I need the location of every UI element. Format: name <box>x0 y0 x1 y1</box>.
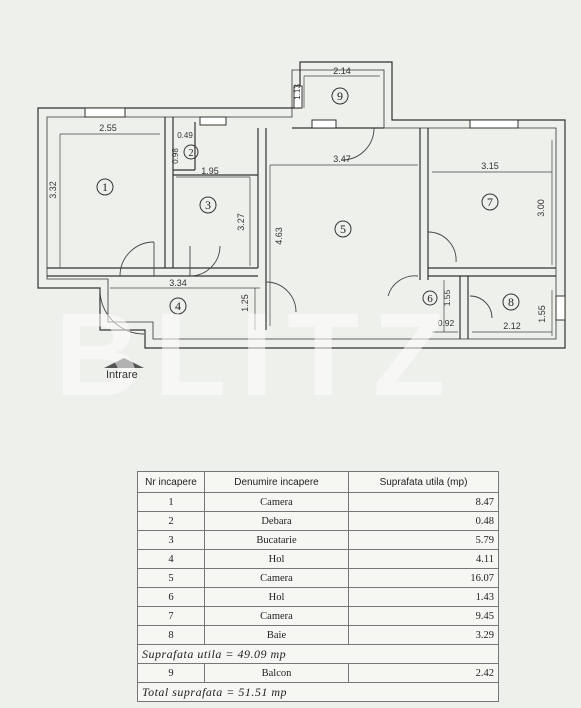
dim-r6-height: 1.55 <box>442 289 452 306</box>
room-number-9: 9 <box>337 89 343 103</box>
room-name: Hol <box>204 549 349 569</box>
room-area: 2.42 <box>348 663 499 683</box>
room-nr: 8 <box>137 625 205 645</box>
grand-total: Total suprafata = 51.51 mp <box>137 682 499 702</box>
room-nr: 4 <box>137 549 205 569</box>
dim-r7-width: 3.15 <box>481 161 499 171</box>
dim-r1-height: 3.32 <box>48 181 58 199</box>
useful-total-row: Suprafata utila = 49.09 mp <box>137 644 499 664</box>
room-nr: 3 <box>137 530 205 550</box>
room-area: 0.48 <box>348 511 499 531</box>
room-area: 9.45 <box>348 606 499 626</box>
rooms-table: Nr incapere Denumire incapere Suprafata … <box>137 471 499 702</box>
room-nr: 1 <box>137 492 205 512</box>
watermark: BLITZ <box>55 289 460 421</box>
room-area: 1.43 <box>348 587 499 607</box>
room-number-5: 5 <box>340 222 346 236</box>
dim-r1-width: 2.55 <box>99 123 117 133</box>
room-number-2: 2 <box>189 148 194 159</box>
room-name: Balcon <box>204 663 349 683</box>
dim-r4-width: 3.34 <box>169 278 187 288</box>
room-number-6: 6 <box>427 293 433 305</box>
entry-marker <box>104 358 144 368</box>
dim-r9-width: 2.14 <box>333 66 351 76</box>
room-nr: 6 <box>137 587 205 607</box>
table-row: 3 Bucatarie 5.79 <box>137 530 499 550</box>
dim-r8-width: 2.12 <box>503 321 521 331</box>
table-row: 2 Debara 0.48 <box>137 511 499 531</box>
dim-r2-width: 0.49 <box>177 131 193 140</box>
useful-total: Suprafata utila = 49.09 mp <box>137 644 499 664</box>
table-row: 6 Hol 1.43 <box>137 587 499 607</box>
table-row: 8 Baie 3.29 <box>137 625 499 645</box>
dim-r3-width: 1.95 <box>201 166 219 176</box>
dim-r4-height: 1.25 <box>240 294 250 312</box>
room-name: Hol <box>204 587 349 607</box>
table-row: 4 Hol 4.11 <box>137 549 499 569</box>
room-name: Debara <box>204 511 349 531</box>
room-area: 3.29 <box>348 625 499 645</box>
room-number-7: 7 <box>487 195 493 209</box>
room-name: Camera <box>204 568 349 588</box>
room-number-4: 4 <box>175 299 181 313</box>
dim-r9-height: 1.13 <box>293 84 302 100</box>
dim-r2-height: 0.98 <box>171 148 180 164</box>
dim-r7-height: 3.00 <box>536 199 546 217</box>
dim-r3-height: 3.27 <box>236 213 246 231</box>
dim-r5-height: 4.63 <box>274 227 284 245</box>
dim-r5-width: 3.47 <box>333 154 351 164</box>
room-area: 16.07 <box>348 568 499 588</box>
table-header-row: Nr incapere Denumire incapere Suprafata … <box>137 471 499 493</box>
grand-total-row: Total suprafata = 51.51 mp <box>137 682 499 702</box>
header-room-number: Nr incapere <box>137 471 205 493</box>
table-row: 9 Balcon 2.42 <box>137 663 499 683</box>
room-name: Camera <box>204 492 349 512</box>
room-number-1: 1 <box>102 180 108 194</box>
header-room-name: Denumire incapere <box>204 471 349 493</box>
dim-r6-width: 0.92 <box>438 318 455 328</box>
table-row: 1 Camera 8.47 <box>137 492 499 512</box>
room-nr: 2 <box>137 511 205 531</box>
entry-label: Intrare <box>106 369 138 381</box>
dim-r8-height: 1.55 <box>537 305 547 323</box>
table-row: 7 Camera 9.45 <box>137 606 499 626</box>
room-nr: 7 <box>137 606 205 626</box>
room-area: 8.47 <box>348 492 499 512</box>
room-nr: 5 <box>137 568 205 588</box>
room-area: 4.11 <box>348 549 499 569</box>
room-name: Camera <box>204 606 349 626</box>
room-area: 5.79 <box>348 530 499 550</box>
floor-plan: 1 2 3 4 5 6 7 8 9 2.55 3.32 0.49 0.98 1.… <box>37 61 566 368</box>
room-number-3: 3 <box>205 198 211 212</box>
room-number-8: 8 <box>508 295 514 309</box>
header-room-area: Suprafata utila (mp) <box>348 471 499 493</box>
room-name: Bucatarie <box>204 530 349 550</box>
room-name: Baie <box>204 625 349 645</box>
room-nr: 9 <box>137 663 205 683</box>
table-row: 5 Camera 16.07 <box>137 568 499 588</box>
